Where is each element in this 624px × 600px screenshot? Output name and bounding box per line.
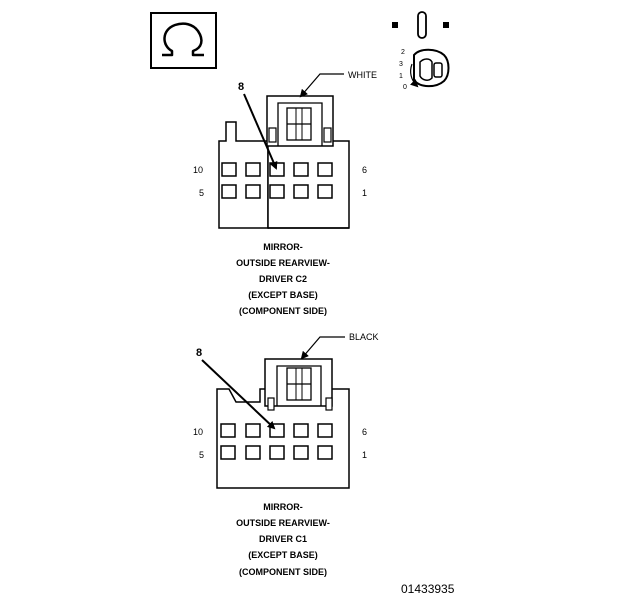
c1-caption: MIRROR- OUTSIDE REARVIEW- DRIVER C1 (EXC… — [236, 502, 330, 577]
c1-pin-label-5: 5 — [199, 450, 204, 460]
key-position-0: 0 — [403, 84, 407, 91]
key-position-2: 2 — [401, 49, 405, 56]
c2-caption-line-5: (COMPONENT SIDE) — [239, 306, 327, 316]
c2-pin-label-10: 10 — [193, 165, 203, 175]
c1-caption-line-3: DRIVER C1 — [259, 534, 307, 544]
c2-caption-line-2: OUTSIDE REARVIEW- — [236, 258, 330, 268]
c2-color-label: WHITE — [348, 70, 377, 80]
c2-caption: MIRROR- OUTSIDE REARVIEW- DRIVER C2 (EXC… — [236, 242, 330, 316]
c1-pin-label-1: 1 — [362, 450, 367, 460]
c1-callout-pin-8: 8 — [196, 347, 202, 359]
c1-caption-line-2: OUTSIDE REARVIEW- — [236, 518, 330, 528]
c2-caption-line-3: DRIVER C2 — [259, 274, 307, 284]
c2-color-leader — [299, 73, 344, 98]
omega-symbol-icon — [150, 12, 217, 69]
ignition-key-icon: 2 3 1 0 — [392, 11, 450, 91]
c1-pin-label-10: 10 — [193, 427, 203, 437]
figure-number: 01433935 — [401, 582, 455, 596]
connector-c2: 10 6 5 1 8 WHITE MIRROR- OUTSIDE REARVIE… — [193, 70, 377, 316]
c2-callout-pin-8: 8 — [238, 81, 244, 93]
connector-c1-pins — [220, 423, 333, 460]
c2-caption-line-4: (EXCEPT BASE) — [248, 290, 318, 300]
c2-callout-arrow — [243, 93, 278, 170]
c2-pin-label-6: 6 — [362, 165, 367, 175]
c1-callout-arrow — [201, 359, 276, 430]
connector-c1-latch — [264, 358, 333, 411]
key-position-1: 1 — [399, 73, 403, 80]
connector-c2-latch — [266, 95, 334, 147]
c1-pin-label-6: 6 — [362, 427, 367, 437]
connector-c2-pins — [221, 162, 333, 199]
c1-color-label: BLACK — [349, 332, 379, 342]
c1-caption-line-1: MIRROR- — [263, 502, 303, 512]
c1-color-leader — [300, 336, 345, 360]
connector-c1-housing — [216, 388, 350, 489]
key-position-3: 3 — [399, 61, 403, 68]
c2-caption-line-1: MIRROR- — [263, 242, 303, 252]
c1-caption-line-4: (EXCEPT BASE) — [248, 550, 318, 560]
connector-c1: 10 6 5 1 8 BLACK MIRROR- OUTSIDE REARVIE… — [193, 332, 379, 577]
c2-pin-label-1: 1 — [362, 188, 367, 198]
c1-caption-line-5: (COMPONENT SIDE) — [239, 567, 327, 577]
c2-pin-label-5: 5 — [199, 188, 204, 198]
